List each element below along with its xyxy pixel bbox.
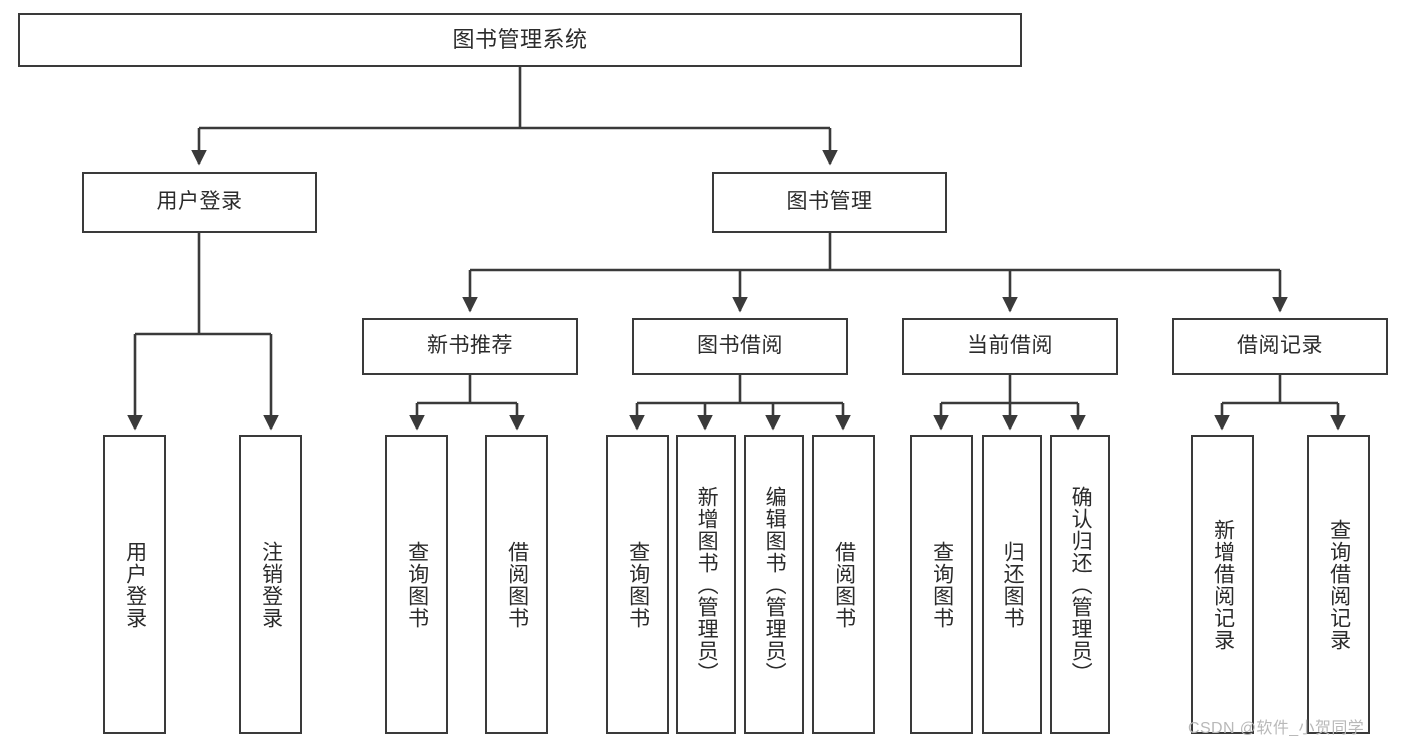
node-current-borrow[interactable]: 当前借阅 bbox=[902, 318, 1118, 375]
node-label: 新增借阅记录 bbox=[1211, 518, 1235, 651]
leaf-confirm-return-admin[interactable]: 确认归还（管理员） bbox=[1050, 435, 1110, 734]
node-label: 用户登录 bbox=[123, 540, 147, 629]
node-book-borrow[interactable]: 图书借阅 bbox=[632, 318, 848, 375]
node-label: 用户登录 bbox=[156, 190, 243, 214]
leaf-logout-login[interactable]: 注销登录 bbox=[239, 435, 302, 734]
node-label: 查询图书 bbox=[626, 540, 650, 629]
node-user-login[interactable]: 用户登录 bbox=[82, 172, 317, 233]
node-label: 图书借阅 bbox=[697, 334, 783, 358]
node-label: 新增图书（管理员） bbox=[695, 485, 719, 684]
node-label: 图书管理 bbox=[786, 190, 873, 214]
csdn-watermark: CSDN @软件_小贺同学 bbox=[1188, 720, 1365, 737]
node-label: 查询图书 bbox=[930, 540, 954, 629]
node-label: 当前借阅 bbox=[967, 334, 1053, 358]
node-label: 查询借阅记录 bbox=[1327, 518, 1351, 651]
node-label: 确认归还（管理员） bbox=[1069, 485, 1093, 684]
node-label: 查询图书 bbox=[405, 540, 429, 629]
leaf-query-book-borrow[interactable]: 查询图书 bbox=[606, 435, 669, 734]
leaf-query-borrow-record[interactable]: 查询借阅记录 bbox=[1307, 435, 1370, 734]
node-borrow-record[interactable]: 借阅记录 bbox=[1172, 318, 1388, 375]
node-label: 借阅记录 bbox=[1237, 334, 1323, 358]
node-label: 借阅图书 bbox=[505, 540, 529, 629]
leaf-borrow-book-new[interactable]: 借阅图书 bbox=[485, 435, 548, 734]
leaf-query-book-current[interactable]: 查询图书 bbox=[910, 435, 973, 734]
leaf-borrow-book[interactable]: 借阅图书 bbox=[812, 435, 875, 734]
node-book-management[interactable]: 图书管理 bbox=[712, 172, 947, 233]
node-book-management-system[interactable]: 图书管理系统 bbox=[18, 13, 1022, 67]
leaf-add-book-admin[interactable]: 新增图书（管理员） bbox=[676, 435, 736, 734]
leaf-edit-book-admin[interactable]: 编辑图书（管理员） bbox=[744, 435, 804, 734]
leaf-return-book[interactable]: 归还图书 bbox=[982, 435, 1042, 734]
node-new-book-recommend[interactable]: 新书推荐 bbox=[362, 318, 578, 375]
node-label: 借阅图书 bbox=[832, 540, 856, 629]
node-label: 归还图书 bbox=[1001, 540, 1025, 629]
leaf-query-book-new[interactable]: 查询图书 bbox=[385, 435, 448, 734]
node-label: 注销登录 bbox=[259, 540, 283, 629]
leaf-user-login[interactable]: 用户登录 bbox=[103, 435, 166, 734]
node-label: 编辑图书（管理员） bbox=[763, 485, 787, 684]
leaf-add-borrow-record[interactable]: 新增借阅记录 bbox=[1191, 435, 1254, 734]
node-label: 图书管理系统 bbox=[452, 27, 588, 53]
node-label: 新书推荐 bbox=[427, 334, 513, 358]
